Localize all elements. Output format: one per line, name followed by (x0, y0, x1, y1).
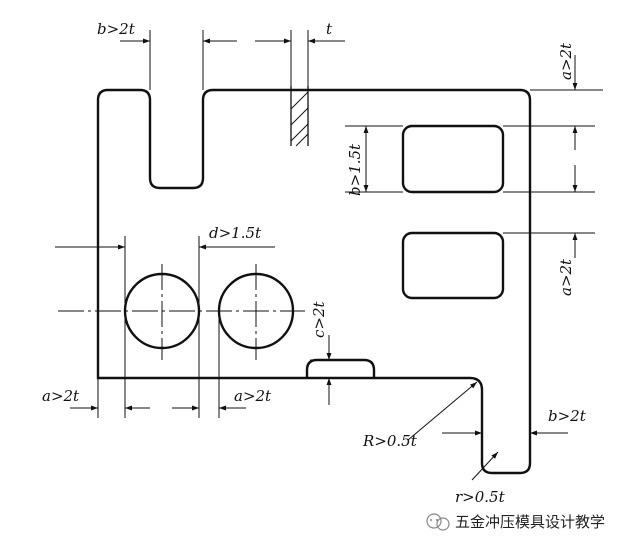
dim-tab-clearance (310, 335, 348, 405)
dim-thickness (255, 30, 345, 86)
dim-right-extensions (345, 89, 603, 234)
label-hole-pitch: d>1.5t (209, 224, 262, 242)
leader-fillet-outer (407, 381, 478, 441)
watermark-logo-icon (426, 513, 450, 531)
center-lines (58, 264, 305, 360)
tab-bump (305, 358, 376, 378)
label-fillet-outer: R>0.5t (362, 432, 418, 450)
label-slot-height: b>1.5t (346, 143, 364, 196)
watermark-text: 五金冲压模具设计教学 (455, 513, 605, 531)
rect-slot-lower (401, 231, 505, 300)
label-edge-top: a>2t (557, 42, 575, 80)
label-edge-mid: a>2t (557, 258, 575, 296)
leader-fillet-inner (471, 451, 499, 481)
label-thickness: t (326, 20, 333, 38)
dim-slot-width (120, 30, 237, 90)
label-slot-width: b>2t (97, 20, 136, 38)
label-hole-left-edge: a>2t (42, 387, 80, 405)
rect-slot-upper (401, 124, 505, 194)
thickness-section (290, 86, 309, 147)
label-leg-width: b>2t (548, 407, 587, 425)
label-tab-clearance: c>2t (310, 300, 328, 338)
label-fillet-inner: r>0.5t (455, 488, 506, 506)
label-hole-spacing: a>2t (234, 387, 272, 405)
dim-hole-pitch (55, 236, 275, 311)
dim-bottom-extensions (97, 311, 220, 418)
part-outline (96, 88, 532, 475)
